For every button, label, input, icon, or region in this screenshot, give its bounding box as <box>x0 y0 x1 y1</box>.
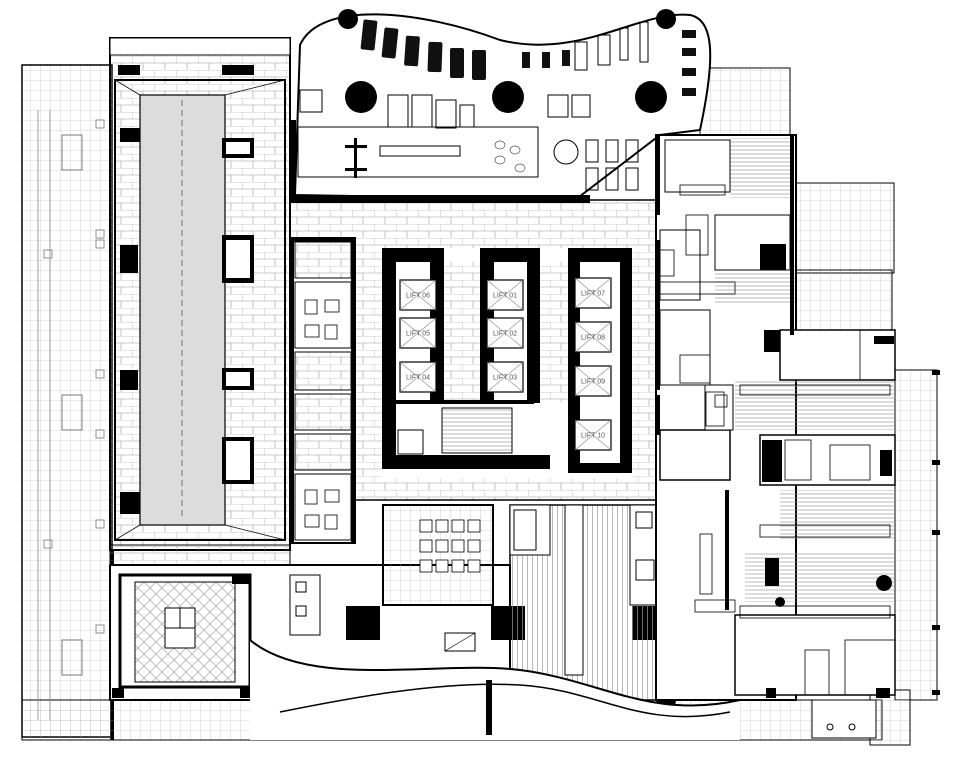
lift-car-diagonal <box>574 321 612 353</box>
west-wing <box>109 37 291 551</box>
lift-car-diagonal <box>486 279 524 311</box>
lift-label: LIFT 10 <box>581 433 605 440</box>
lift-car: LIFT 01 <box>486 279 524 311</box>
lift-car-diagonal <box>399 279 437 311</box>
lift-label: LIFT 07 <box>581 291 605 298</box>
lift-car-diagonal <box>574 365 612 397</box>
lift-car-diagonal <box>574 419 612 451</box>
lift-car-diagonal <box>399 317 437 349</box>
lift-car: LIFT 02 <box>486 317 524 349</box>
lift-label: LIFT 08 <box>581 335 605 342</box>
lift-car-diagonal <box>486 317 524 349</box>
lift-label: LIFT 04 <box>406 375 430 382</box>
lift-cars: LIFT 06 LIFT 05 LIFT 04 LIFT 01 LIFT 02 LIFT … <box>399 277 612 451</box>
lift-car-diagonal <box>486 361 524 393</box>
lift-car: LIFT 09 <box>574 365 612 397</box>
lift-label: LIFT 03 <box>493 375 517 382</box>
lift-label: LIFT 02 <box>493 331 517 338</box>
lift-car: LIFT 08 <box>574 321 612 353</box>
lift-car-diagonal <box>399 361 437 393</box>
lift-label: LIFT 01 <box>493 293 517 300</box>
terrace-grid-areas <box>21 64 940 746</box>
lift-label: LIFT 06 <box>406 293 430 300</box>
lift-car: LIFT 04 <box>399 361 437 393</box>
lift-label: LIFT 05 <box>406 331 430 338</box>
lift-label: LIFT 09 <box>581 379 605 386</box>
west-service-rooms <box>289 237 356 544</box>
north-lounge <box>290 9 712 202</box>
lift-car: LIFT 05 <box>399 317 437 349</box>
lift-car-diagonal <box>574 277 612 309</box>
lift-car: LIFT 10 <box>574 419 612 451</box>
lift-car: LIFT 07 <box>574 277 612 309</box>
lift-car: LIFT 06 <box>399 279 437 311</box>
lift-car: LIFT 03 <box>486 361 524 393</box>
east-apartments <box>655 134 896 701</box>
